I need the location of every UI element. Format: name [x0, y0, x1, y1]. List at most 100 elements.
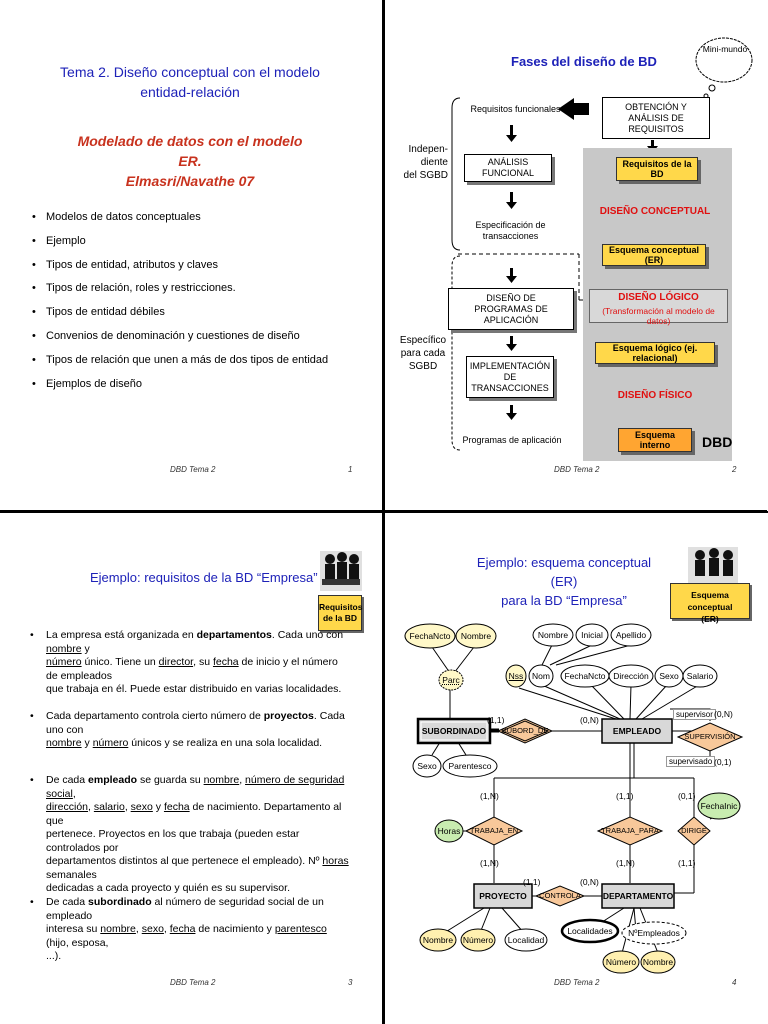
slide-3-title: Ejemplo: requisitos de la BD “Empresa”	[90, 570, 318, 585]
attr-nombre-sub	[455, 623, 497, 649]
list-item: Tipos de entidad débiles	[30, 301, 328, 325]
especifico-line-3: SGBD	[408, 361, 438, 372]
page-number: 1	[348, 465, 353, 474]
attr-nempleados	[621, 921, 687, 945]
horizontal-divider	[0, 511, 768, 513]
supervisor-role-label: supervisor	[673, 709, 716, 720]
attr-numero-dep-label: Número	[605, 957, 637, 967]
attr-numero-dep	[602, 950, 640, 974]
attr-nombre-emp	[532, 623, 574, 647]
cardinality-label: (1,N)	[480, 858, 499, 868]
rel-trabaja-para	[596, 816, 664, 846]
page-number: 3	[348, 978, 353, 987]
title-line-2: para la BD “Empresa”	[501, 593, 627, 608]
footer-text: DBD Tema 2	[554, 978, 600, 987]
programas-aplicacion-label: Programas de aplicación	[462, 435, 562, 445]
cardinality-label: (1,1)	[678, 858, 696, 868]
attr-localidades-label: Localidades	[567, 926, 613, 936]
list-item: Modelos de datos conceptuales	[30, 206, 328, 230]
rel-subord-de-label: SUBORD_DE	[501, 726, 549, 735]
especificacion-line-1: Especificación de	[475, 220, 546, 230]
topic-list: Modelos de datos conceptuales Ejemplo Ti…	[30, 206, 328, 396]
attr-direccion-label: Dirección	[613, 671, 649, 681]
people-clipart: Requisitos de la BD	[318, 545, 364, 635]
slide-3: Ejemplo: requisitos de la BD “Empresa” R…	[0, 513, 383, 1024]
attr-parentesco-label: Parentesco	[448, 761, 492, 771]
implementacion-line-2: DE TRANSACCIONES	[471, 371, 549, 393]
attr-nom	[528, 664, 554, 688]
attr-sexo-emp-label: Sexo	[659, 671, 679, 681]
independiente-line-1: Indepen-	[408, 144, 448, 155]
page-number: 2	[732, 465, 737, 474]
attr-fechancto-sub-label: FechaNcto	[409, 631, 451, 641]
list-item: Tipos de relación que unen a más de dos …	[30, 349, 328, 373]
slide-1: Tema 2. Diseño conceptual con el modelo …	[0, 0, 383, 511]
slide-1-subtitle: Modelado de datos con el modelo ER. Elma…	[70, 131, 310, 191]
disenio-fisico-label: DISEÑO FÍSICO	[617, 390, 693, 401]
attr-sexo-sub-label: Sexo	[417, 761, 437, 771]
implementacion-line-1: IMPLEMENTACIÓN	[469, 360, 551, 371]
paragraph-empleado: • De cada empleado se guarda su nombre, …	[30, 774, 349, 894]
badge-line-1: Requisitos	[319, 602, 363, 612]
rel-dirige-label: DIRIGE	[681, 826, 707, 835]
er-diagram	[404, 623, 744, 974]
attr-nombre-dep	[640, 950, 676, 974]
rel-trabaja-en	[464, 816, 524, 846]
cardinality-label: (0,1)	[714, 757, 732, 767]
attr-horas	[434, 819, 464, 843]
requisitos-funcionales-label: Requisitos funcionales	[470, 104, 561, 114]
footer-text: DBD Tema 2	[170, 978, 216, 987]
esquema-badge: Esquema conceptual (ER)	[670, 583, 750, 624]
entity-subordinado-box	[416, 717, 492, 745]
rel-trabaja-para-label: TRABAJA_PARA	[601, 826, 659, 835]
page-number: 4	[732, 978, 737, 987]
supervisado-role-label: supervisado	[666, 756, 716, 767]
attr-nombre-sub-label: Nombre	[460, 631, 492, 641]
entity-empleado: EMPLEADO	[612, 726, 662, 736]
rel-trabaja-en-label: TRABAJA_EN	[469, 826, 519, 835]
attr-nom-label: Nom	[532, 671, 550, 681]
attr-numero-proy	[460, 928, 496, 952]
attr-nombre-dep-label: Nombre	[642, 957, 674, 967]
attr-nombre-proy	[419, 928, 457, 952]
list-item: Ejemplo	[30, 230, 328, 254]
entity-proyecto-box	[473, 883, 533, 909]
attr-salario	[682, 664, 718, 688]
rel-controla-label: CONTROLA	[539, 891, 581, 900]
attr-localidades	[560, 918, 620, 944]
attr-parc	[438, 669, 464, 691]
cloud-shape	[695, 37, 753, 83]
list-item: Ejemplos de diseño	[30, 373, 328, 397]
entity-empleado-box	[601, 718, 673, 744]
especificacion-label: Especificación de transacciones	[468, 220, 553, 242]
rel-supervision	[676, 722, 744, 752]
attr-fechainic	[697, 792, 741, 820]
especificacion-line-2: transacciones	[482, 231, 539, 241]
disenio-programas-box: DISEÑO DE PROGRAMAS DE APLICACIÓN	[448, 288, 574, 330]
badge-line-1: Esquema conceptual	[687, 590, 733, 612]
attr-inicial	[575, 623, 609, 647]
attr-nempleados-label: NºEmpleados	[628, 928, 680, 938]
transformacion-label: (Transformación al modelo de datos)	[602, 306, 715, 326]
list-item: Tipos de relación, roles y restricciones…	[30, 277, 328, 301]
er-labels: FechaNcto Nombre Parc Sexo Parentesco No…	[384, 513, 767, 1024]
cardinality-label: (0,N)	[714, 709, 733, 719]
attr-localidad-label: Localidad	[507, 935, 545, 945]
attr-nss	[505, 664, 527, 688]
requisitos-bd-box: Requisitos de la BD	[616, 157, 698, 181]
attr-inicial-label: Inicial	[581, 630, 603, 640]
subtitle-line-1: Modelado de datos con el modelo ER.	[77, 133, 303, 169]
rel-dirige	[677, 816, 711, 846]
attr-fechancto-sub	[404, 623, 456, 649]
attr-horas-label: Horas	[437, 826, 461, 836]
slide-4: Ejemplo: esquema conceptual (ER) para la…	[384, 513, 767, 1024]
people-icon	[320, 551, 362, 591]
obtencion-box: OBTENCIÓN Y ANÁLISIS DE REQUISITOS	[602, 97, 710, 139]
esquema-conceptual-box: Esquema conceptual (ER)	[602, 244, 706, 266]
paragraph-proyectos: • Cada departamento controla cierto núme…	[30, 710, 345, 749]
slide-2-title: Fases del diseño de BD	[511, 54, 657, 69]
entity-departamento-box	[601, 883, 675, 909]
attr-apellido-label: Apellido	[615, 630, 647, 640]
obtencion-line-1: OBTENCIÓN Y	[625, 101, 687, 112]
paragraph-departamentos: • La empresa está organizada en departam…	[30, 629, 344, 695]
